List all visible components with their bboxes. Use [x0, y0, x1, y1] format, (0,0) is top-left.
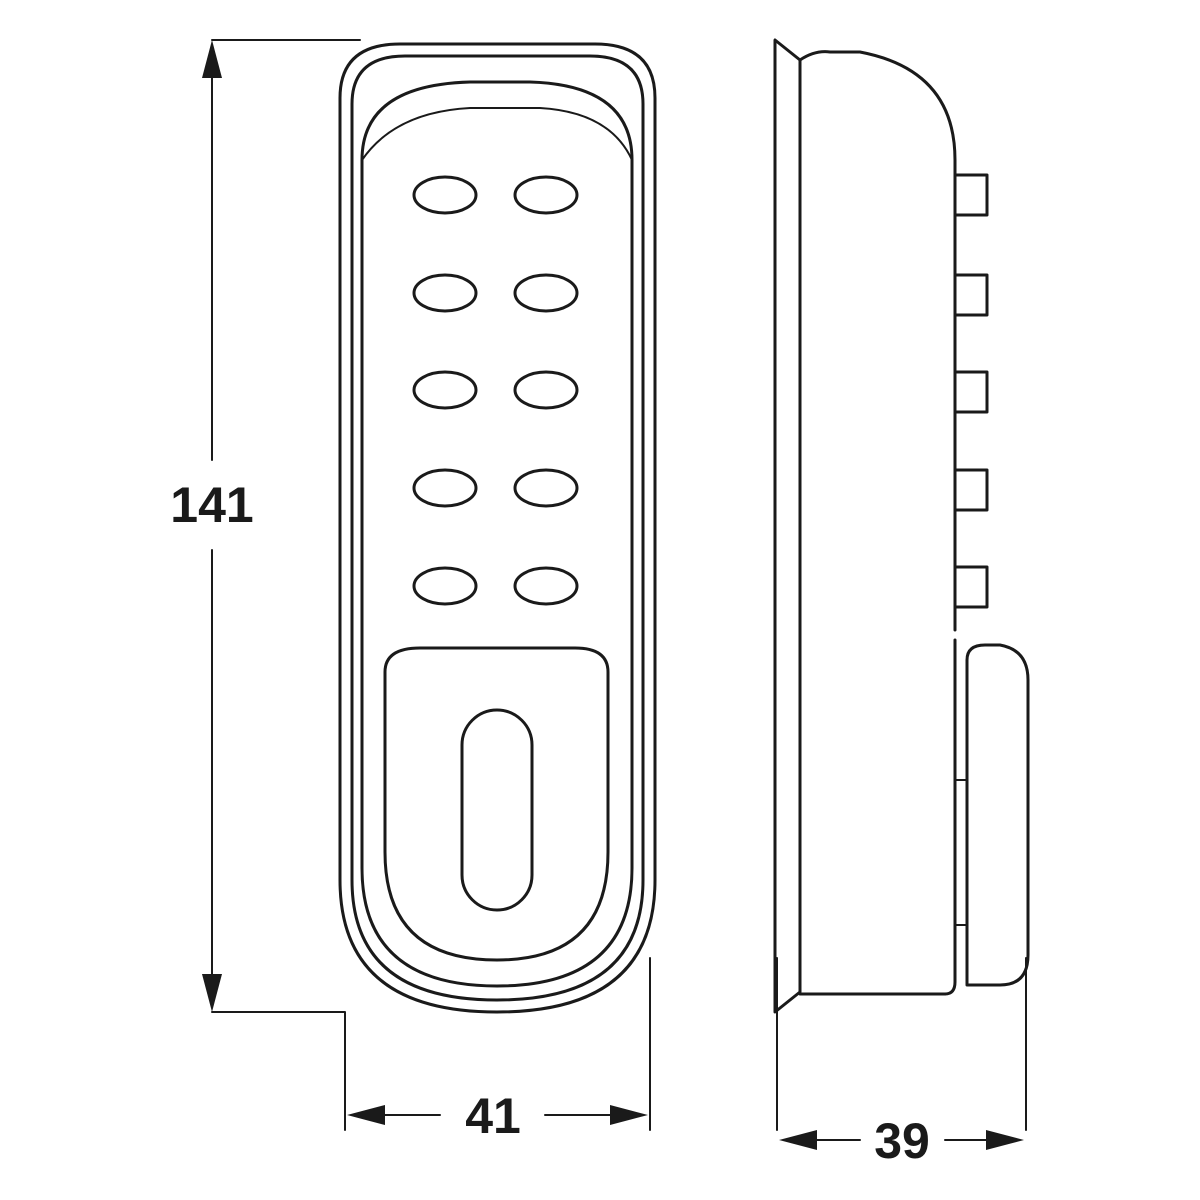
side-button-profile [953, 565, 989, 609]
keypad-button[interactable] [513, 566, 579, 606]
side-body-front [798, 50, 957, 632]
depth-arrow-left [779, 1130, 817, 1150]
side-button-profile [953, 273, 989, 317]
side-buttons [953, 173, 989, 609]
front-housing-outer [338, 42, 657, 1014]
height-extension-bottom [211, 1011, 346, 1131]
side-button-profile [953, 468, 989, 512]
front-housing-rim [350, 54, 645, 1002]
depth-arrow-right [986, 1130, 1024, 1150]
keypad-button[interactable] [412, 370, 478, 410]
side-depth-dimension: 39 [776, 957, 1027, 1169]
keypad-button[interactable] [412, 273, 478, 313]
side-view [773, 38, 1030, 1014]
height-label: 141 [170, 477, 253, 533]
keypad-face-panel [360, 80, 634, 988]
keypad-button[interactable] [412, 175, 478, 215]
front-view [338, 42, 657, 1014]
keypad-button[interactable] [513, 370, 579, 410]
width-arrow-left [347, 1105, 385, 1125]
side-body-lower [943, 638, 957, 996]
keypad-button[interactable] [513, 468, 579, 508]
width-arrow-right [610, 1105, 648, 1125]
keypad-buttons [412, 175, 579, 606]
keypad-button[interactable] [412, 566, 478, 606]
side-knob-profile [965, 643, 1030, 987]
keypad-button[interactable] [513, 273, 579, 313]
knob-recess [383, 646, 610, 962]
keypad-top-bevel [361, 107, 633, 161]
side-button-profile [953, 173, 989, 217]
side-button-profile [953, 370, 989, 414]
height-arrow-top [202, 40, 222, 78]
keypad-button[interactable] [412, 468, 478, 508]
side-base-flange [773, 38, 802, 1014]
height-arrow-bottom [202, 974, 222, 1012]
height-dimension: 141 [170, 39, 361, 1131]
front-width-label: 41 [465, 1088, 521, 1144]
keypad-button[interactable] [513, 175, 579, 215]
front-width-dimension: 41 [347, 957, 651, 1144]
side-depth-label: 39 [874, 1113, 930, 1169]
turn-knob[interactable] [460, 708, 534, 912]
